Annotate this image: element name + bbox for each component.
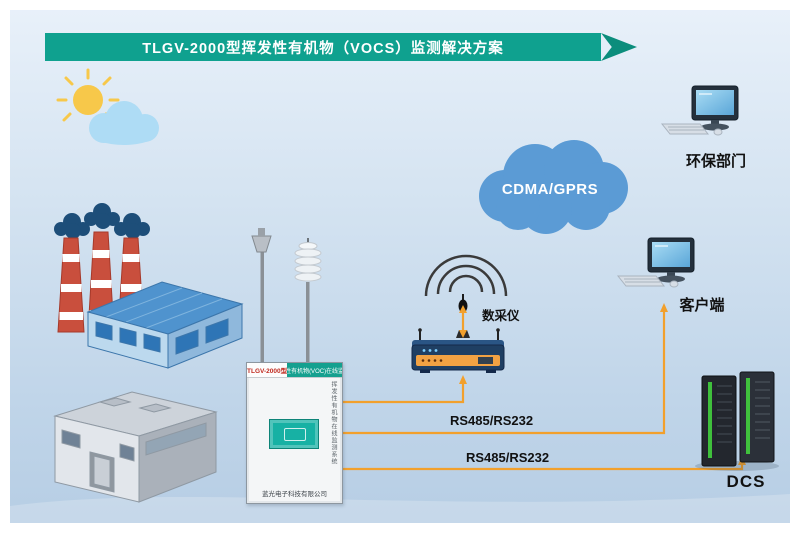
wifi-signal-icon	[424, 254, 508, 297]
dcs-servers	[695, 371, 779, 471]
page-title: TLGV-2000型挥发性有机物（VOCS）监测解决方案	[142, 40, 504, 57]
rs-line-collector	[341, 378, 465, 404]
cabinet-model-label: TLGV-2000型	[247, 363, 288, 377]
warehouse-building	[53, 391, 218, 503]
collector-label: 数采仪	[482, 309, 520, 323]
rs485-label-1: RS485/RS232	[450, 413, 534, 428]
rs-line-client	[341, 306, 666, 435]
sensor-pole-right	[294, 238, 322, 364]
cabinet-side-text: 挥发性有机物在线监测系统	[330, 381, 336, 465]
cabinet-screen	[269, 419, 319, 449]
factory-building	[86, 281, 244, 369]
connection-lines	[341, 306, 744, 471]
voc-analyzer-cabinet: TLGV-2000型 挥发性有机物(VOC)在线监测仪 挥发性有机物在线监测系统…	[246, 362, 343, 504]
rs485-label-2: RS485/RS232	[466, 450, 550, 465]
network-cloud-label: CDMA/GPRS	[501, 181, 599, 198]
sensor-pole-left	[251, 228, 272, 364]
cabinet-header-title: 挥发性有机物(VOC)在线监测仪	[287, 363, 342, 377]
title-banner: TLGV-2000型挥发性有机物（VOCS）监测解决方案	[45, 33, 601, 61]
epa-computer	[661, 85, 739, 136]
data-collector-device	[411, 328, 505, 373]
cabinet-header: TLGV-2000型 挥发性有机物(VOC)在线监测仪	[247, 363, 342, 378]
cloud-icon	[89, 101, 159, 145]
connection-arrowheads	[459, 303, 746, 465]
client-label: 客户端	[679, 297, 725, 314]
cabinet-company-label: 蓝光电子科技有限公司	[262, 491, 327, 498]
cabinet-screen-logo	[284, 428, 306, 441]
dcs-label: DCS	[726, 472, 766, 491]
client-computer	[617, 237, 695, 288]
network-cloud	[479, 140, 628, 234]
background-wave	[10, 494, 790, 523]
epa-label: 环保部门	[685, 153, 746, 170]
weather-shield-icon	[298, 242, 318, 250]
